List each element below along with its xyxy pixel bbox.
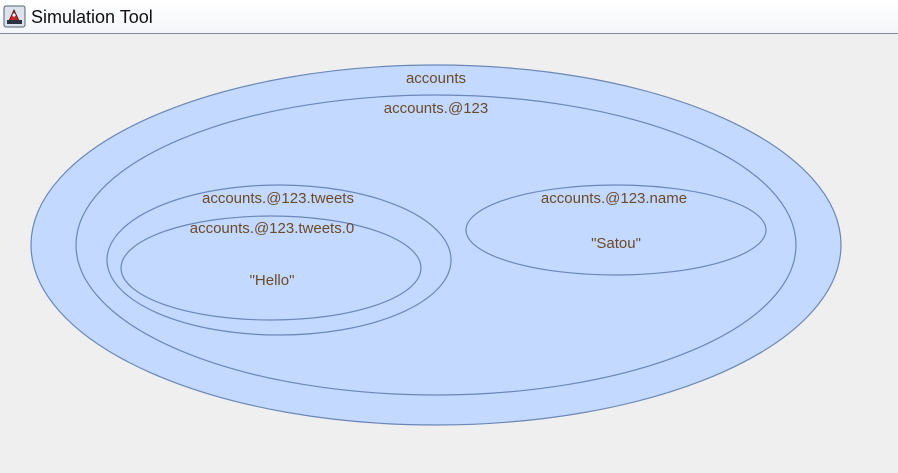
window-title: Simulation Tool bbox=[31, 7, 153, 27]
node-account-123-label: accounts.@123 bbox=[384, 100, 488, 117]
node-accounts-label: accounts bbox=[406, 70, 466, 87]
nested-ellipse-diagram: accounts accounts.@123 accounts.@123.twe… bbox=[30, 64, 842, 426]
node-tweets-label: accounts.@123.tweets bbox=[202, 190, 354, 207]
title-bar[interactable]: Simulation Tool bbox=[0, 0, 898, 34]
diagram-canvas: accounts accounts.@123 accounts.@123.twe… bbox=[0, 35, 898, 473]
node-tweets-0-value: "Hello" bbox=[250, 272, 295, 289]
node-name[interactable]: accounts.@123.name "Satou" bbox=[465, 184, 767, 276]
node-tweets-0-label: accounts.@123.tweets.0 bbox=[190, 220, 355, 237]
node-name-label: accounts.@123.name bbox=[541, 190, 687, 207]
node-name-value: "Satou" bbox=[591, 235, 641, 252]
java-app-icon bbox=[3, 5, 26, 28]
node-tweets-0[interactable]: accounts.@123.tweets.0 "Hello" bbox=[120, 215, 422, 321]
